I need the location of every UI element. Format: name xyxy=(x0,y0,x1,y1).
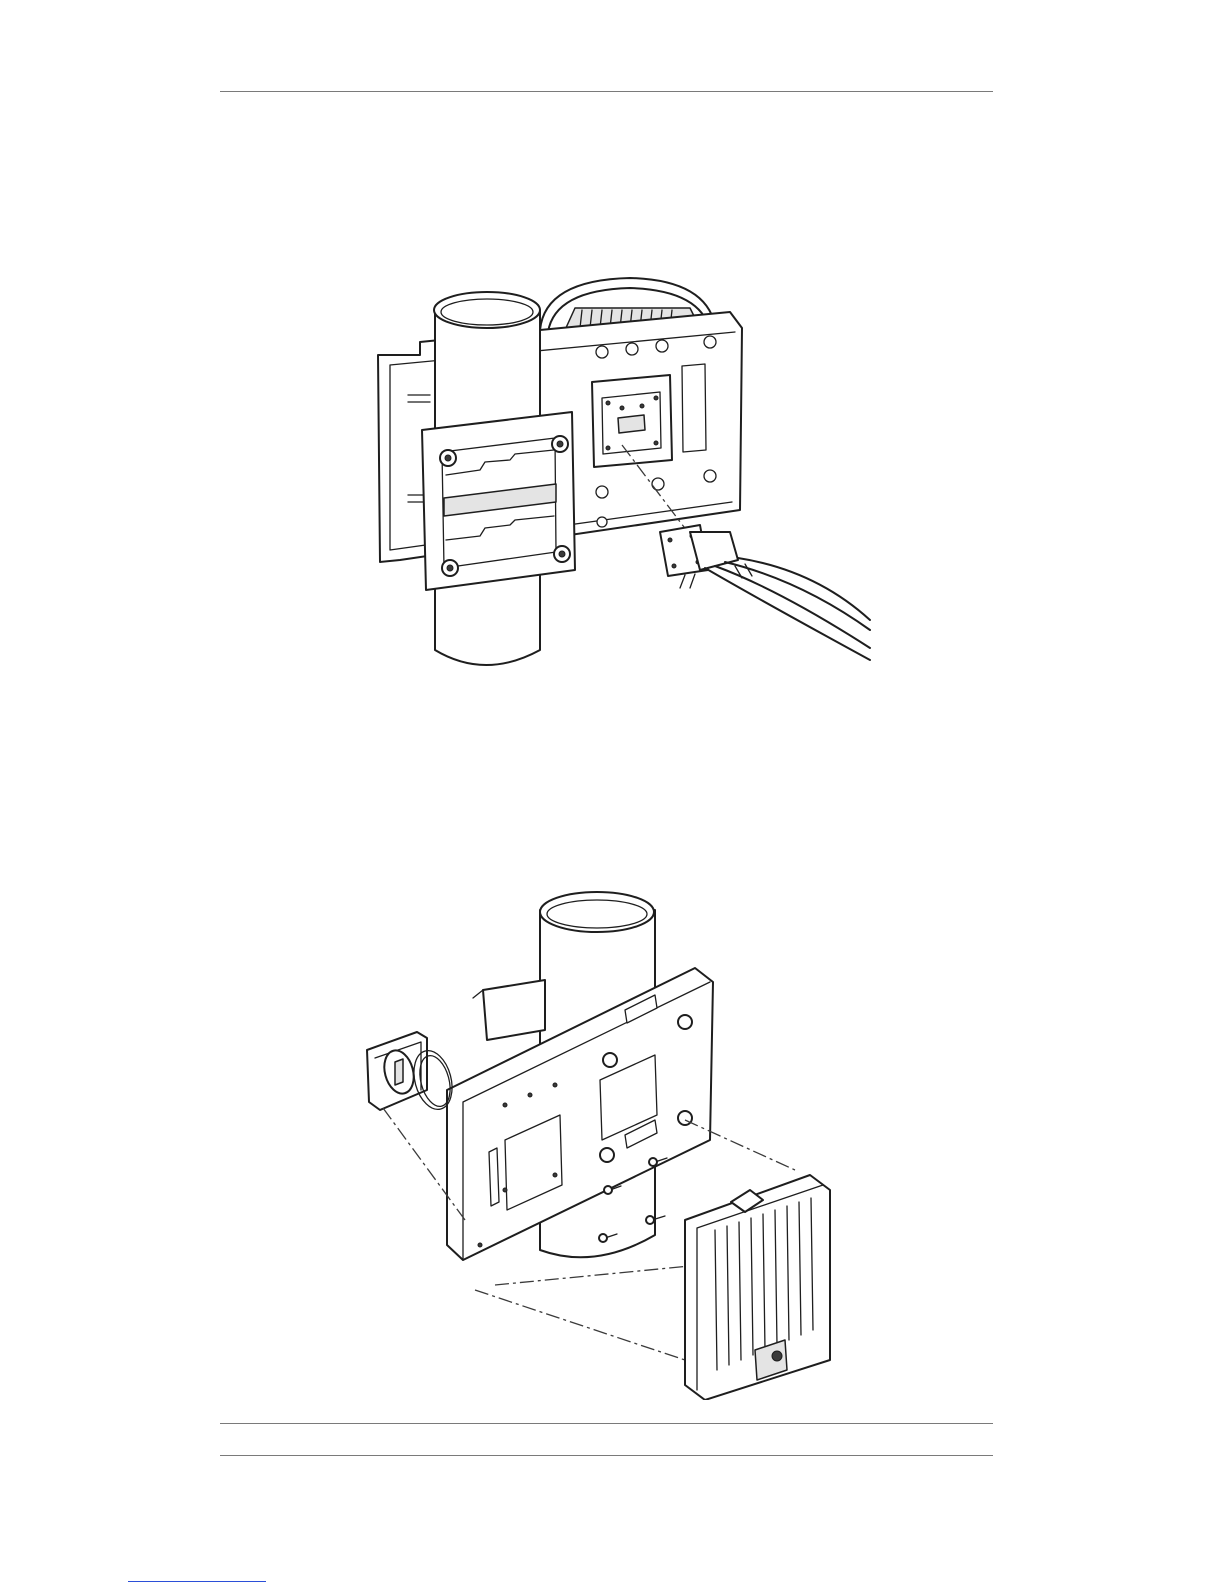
header-rule xyxy=(220,91,993,92)
antenna-pole-mount-figure xyxy=(360,270,875,690)
link-underline xyxy=(128,1581,266,1582)
pole-mount-antenna-drawing xyxy=(360,270,875,690)
pole-mount-odu-drawing xyxy=(355,890,865,1400)
footer-rule-bottom xyxy=(220,1455,993,1456)
odu-pole-mount-figure xyxy=(355,890,865,1400)
footer-rule-top xyxy=(220,1423,993,1424)
